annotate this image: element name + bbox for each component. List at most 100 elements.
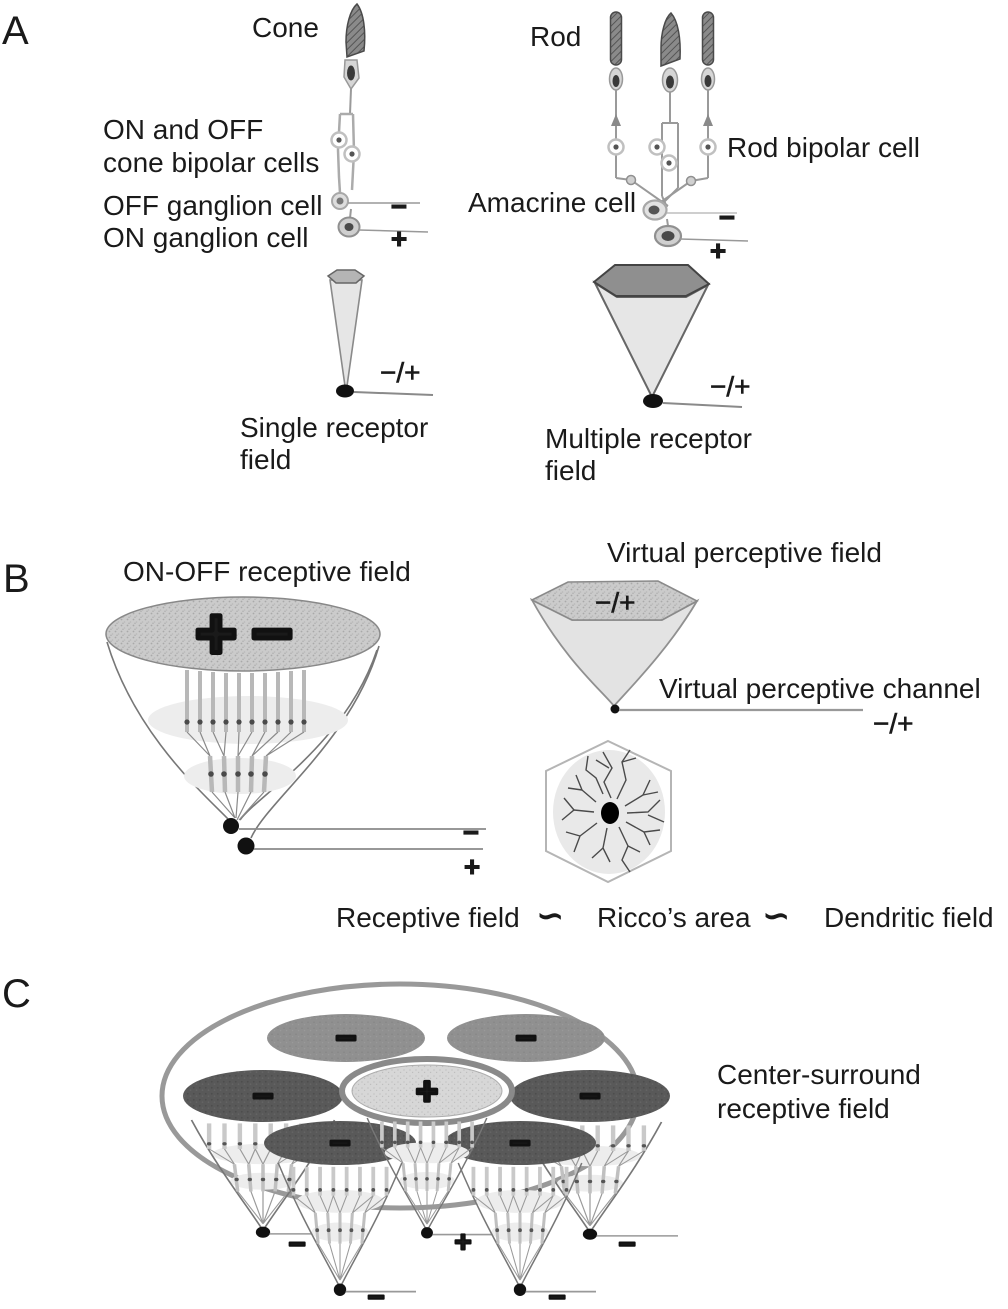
cell-sign: − [329, 1122, 350, 1163]
cone-outer-segment-middle [660, 11, 681, 68]
off-ganglion-label: OFF ganglion cell [103, 190, 322, 221]
cone-on-sign: + [391, 223, 407, 254]
goblet-body [529, 597, 700, 708]
cone-outer-segment [345, 2, 366, 59]
single-output-line [353, 391, 434, 396]
rod-outer-segment-right [701, 11, 715, 66]
cell-sign: − [509, 1122, 530, 1163]
off-ganglion-nucleus [336, 197, 344, 205]
cone-pathway-drawing: − + [330, 2, 429, 255]
onoff-receptive-field-drawing: + − − + [105, 592, 486, 883]
converge-lines-2 [211, 791, 265, 821]
bipolar-nucleus-2-dot [349, 151, 355, 157]
caption-riccos-area: Ricco’s area [597, 902, 751, 933]
tilde-icon: ∽ [536, 897, 565, 935]
equivalence-caption: Receptive field ∽ Ricco’s area ∽ Dendrit… [336, 897, 994, 935]
dendritic-field-drawing [545, 739, 672, 884]
surround-cell-bottom-right [444, 1121, 596, 1165]
multiple-output-line [662, 402, 743, 408]
rod-nucleus-left [612, 75, 620, 87]
rod-on-sign: + [710, 235, 726, 266]
rod-ganglion-nucleus [661, 231, 675, 241]
pale-layer-1 [148, 696, 348, 744]
panel-c: C − − − − + − − − + − − − Center-surroun… [2, 972, 921, 1309]
onoff-minus-sign: − [251, 594, 293, 674]
channel-sign: −/+ [873, 708, 913, 739]
virtual-channel-label: Virtual perceptive channel [659, 673, 981, 704]
rod-bipolar-label: Rod bipolar cell [727, 132, 920, 163]
funnel-side-left [106, 641, 230, 821]
cone-bipolar-label-line2: cone bipolar cells [103, 147, 319, 178]
surround-cell-bottom-left [264, 1121, 416, 1165]
arrow-up-right [703, 114, 713, 126]
cell-sign: − [579, 1075, 600, 1116]
surround-cell-mid-right [510, 1070, 670, 1122]
cone-nucleus-middle [666, 75, 674, 89]
converge-lines-1 [186, 731, 305, 757]
cell-sign: − [252, 1075, 273, 1116]
multiple-output-dot [643, 394, 663, 408]
single-sign: −/+ [380, 357, 420, 388]
output-plus-sign: + [464, 851, 480, 882]
onoff-plus-sign: + [195, 594, 237, 674]
output-minus-sign: − [463, 817, 479, 848]
rod-off-sign: − [719, 202, 735, 233]
multiple-receptor-field: −/+ Multiple receptor field [545, 264, 752, 486]
amacrine-nucleus [648, 205, 660, 215]
virtual-field-title: Virtual perceptive field [607, 537, 882, 568]
funnel-side-right-outer [250, 645, 380, 839]
junction-right [685, 175, 697, 187]
output-sign: − [288, 1228, 306, 1261]
surround-cell-mid-left [183, 1070, 343, 1122]
bipolar-nucleus-1-dot [336, 137, 342, 143]
cone-bipolar-label-line1: ON and OFF [103, 114, 263, 145]
goblet-hexagon-top [530, 580, 699, 621]
output-sign: + [454, 1226, 472, 1259]
bipolar-nuclei [208, 771, 268, 777]
single-output-dot [336, 384, 354, 398]
rod-ganglion-axon [679, 238, 749, 242]
panel-b-tag: B [3, 557, 30, 601]
center-surround-label-line2: receptive field [717, 1093, 890, 1124]
rod-link [666, 218, 669, 227]
cell-sign: − [515, 1017, 536, 1058]
on-ganglion-nucleus [344, 223, 354, 231]
single-funnel [329, 279, 363, 387]
rod-label: Rod [530, 21, 581, 52]
funnel-side-right-inner [239, 649, 378, 821]
single-receptor-field: −/+ Single receptor field [240, 269, 434, 475]
dendrite-branches [561, 749, 665, 873]
ganglion-dot-1 [223, 818, 239, 834]
panel-a: A Cone Rod ON and OFF cone bipolar cells… [2, 2, 920, 486]
output-sign: − [548, 1281, 566, 1309]
arrow-up-left [611, 114, 621, 126]
on-ganglion-label: ON ganglion cell [103, 222, 308, 253]
single-hexagon-top [326, 269, 366, 284]
cone-axon [349, 88, 352, 115]
dendritic-soma-dot [601, 802, 619, 824]
multiple-field-label-line2: field [545, 455, 596, 486]
cone-link [349, 208, 352, 219]
center-surround-label-line1: Center-surround [717, 1059, 921, 1090]
output-sign: − [367, 1281, 385, 1309]
channel-dot [610, 704, 620, 714]
panel-a-tag: A [2, 9, 29, 53]
goblet-sign: −/+ [595, 587, 635, 618]
cone-nucleus [347, 65, 355, 81]
caption-dendritic-field: Dendritic field [824, 902, 994, 933]
multiple-field-label-line1: Multiple receptor [545, 423, 752, 454]
cone-label: Cone [252, 12, 319, 43]
multiple-sign: −/+ [710, 371, 750, 402]
junction-left [625, 174, 637, 186]
panel-c-tag: C [2, 972, 31, 1016]
amacrine-label: Amacrine cell [468, 187, 636, 218]
single-field-label-line1: Single receptor [240, 412, 428, 443]
caption-receptive-field: Receptive field [336, 902, 520, 933]
tilde-icon: ∽ [762, 897, 791, 935]
panel-b: B ON-OFF receptive field [3, 537, 994, 935]
surround-cell-top-right [447, 1014, 605, 1062]
cone-off-sign: − [391, 191, 407, 222]
rod-pathway-drawing: − + [607, 11, 749, 267]
